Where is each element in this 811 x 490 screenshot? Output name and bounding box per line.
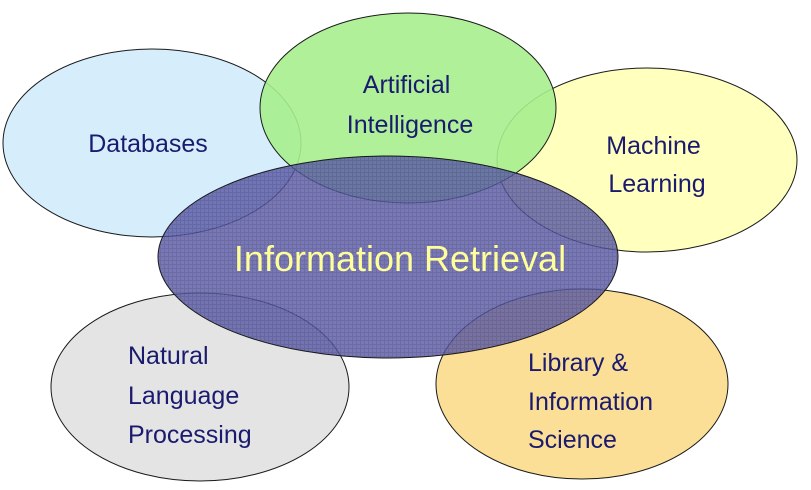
natural-language-processing-label: Natural Language Processing <box>128 342 252 449</box>
artificial-intelligence-label: Artificial Intelligence <box>347 71 473 139</box>
library-information-science-label: Library & Information Science <box>528 349 660 454</box>
databases-label: Databases <box>88 130 208 158</box>
machine-learning-label: Machine Learning <box>606 132 707 198</box>
information-retrieval-label: Information Retrieval <box>234 238 566 279</box>
information-retrieval-mesh <box>158 156 618 358</box>
information-retrieval-region <box>157 155 619 359</box>
